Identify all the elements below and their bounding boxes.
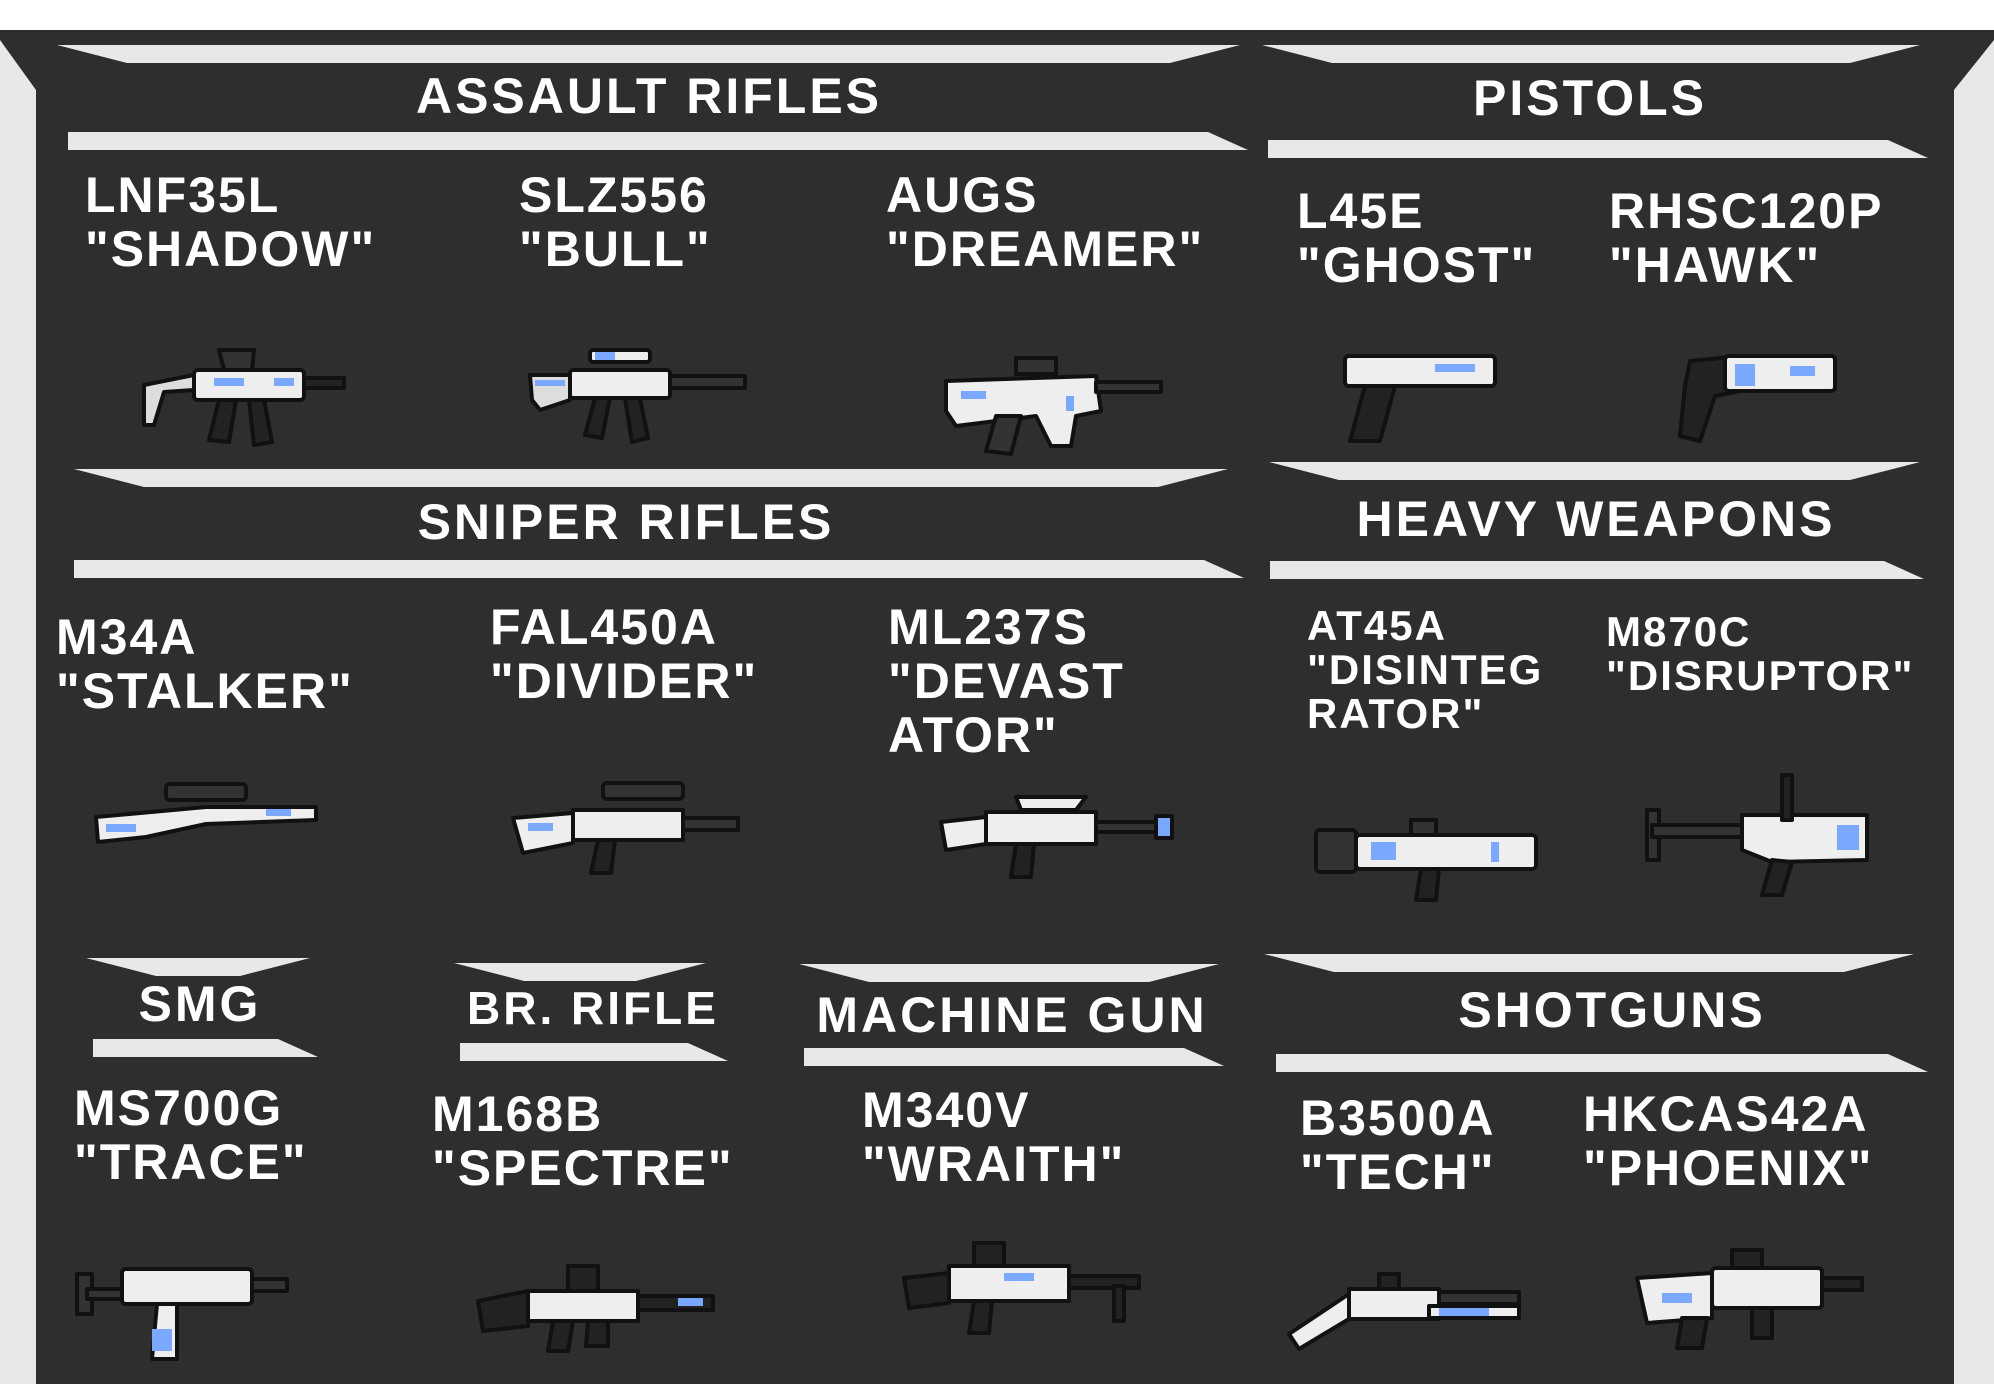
left-frame [0,40,36,1384]
weapon-name: B3500A "TECH" [1300,1090,1496,1200]
banner-bar [74,469,1228,487]
weapon-name: M168B "SPECTRE" [432,1086,734,1196]
sniper-rifle-icon [926,772,1186,902]
banner-bar [86,958,310,976]
banner-bar [74,560,1244,578]
weapon-name: LNF35L "SHADOW" [85,167,377,277]
category-title-pistols: PISTOLS [1472,70,1708,126]
weapon-name: L45E "GHOST" [1297,183,1537,293]
banner-bar [1270,561,1924,579]
banner-bar [454,963,706,981]
rocket-launcher-icon [1301,790,1561,920]
banner-bar [1262,45,1920,63]
weapon-name: MS700G "TRACE" [74,1080,308,1190]
sniper-rifle-icon [503,768,763,898]
weapon-name: AT45A "DISINTEG RATOR" [1307,602,1544,737]
assault-rifle-icon [124,330,384,460]
category-title-shotguns: SHOTGUNS [1458,982,1766,1038]
weapon-name: AUGS "DREAMER" [886,167,1205,277]
banner-bar [804,1048,1224,1066]
battle-rifle-icon [468,1246,728,1376]
category-title-sniper-rifles: SNIPER RIFLES [417,494,835,550]
banner-bar [1276,1054,1928,1072]
weapon-name: M340V "WRAITH" [862,1082,1126,1192]
shotgun-icon [1279,1234,1539,1364]
weapon-name: M34A "STALKER" [56,609,354,719]
poster-background [0,30,1994,1384]
banner-bar [68,132,1248,150]
banner-bar [57,45,1240,63]
category-title-br-rifle: BR. RIFLE [467,982,719,1034]
assault-rifle-icon [510,330,770,460]
sniper-rifle-icon [86,762,346,892]
weapon-name: RHSC120P "HAWK" [1609,183,1884,293]
weapon-name: FAL450A "DIVIDER" [490,599,759,709]
revolver-icon [1630,326,1890,456]
category-title-smg: SMG [138,976,262,1032]
grenade-launcher-icon [1632,770,1892,900]
weapon-name: HKCAS42A "PHOENIX" [1583,1086,1874,1196]
banner-bar [93,1039,318,1057]
bullpup-rifle-icon [926,336,1186,466]
weapon-name: ML237S "DEVAST ATOR" [888,599,1125,763]
banner-bar [1268,140,1928,158]
banner-bar [460,1043,728,1061]
banner-bar [799,964,1219,982]
weapon-name: M870C "DISRUPTOR" [1606,608,1915,699]
category-title-heavy-weapons: HEAVY WEAPONS [1356,491,1836,547]
category-title-machine-gun: MACHINE GUN [816,987,1208,1043]
banner-bar [1264,954,1914,972]
shotgun-icon [1622,1228,1882,1358]
right-frame [1954,40,1994,1384]
pistol-icon [1295,326,1555,456]
weapon-name: SLZ556 "BULL" [519,167,712,277]
category-title-assault-rifles: ASSAULT RIFLES [415,68,883,124]
smg-icon [67,1234,327,1364]
machine-gun-icon [894,1228,1154,1358]
banner-bar [1269,462,1920,480]
